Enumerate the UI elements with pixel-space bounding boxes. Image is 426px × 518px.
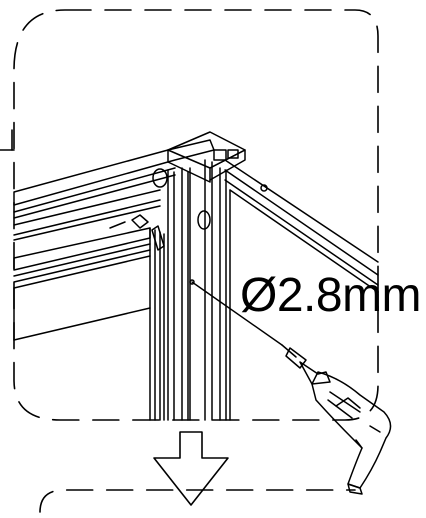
glass-strip bbox=[149, 227, 165, 421]
knob-side bbox=[197, 210, 211, 230]
corner-cap bbox=[167, 131, 246, 183]
down-arrow-icon bbox=[153, 431, 229, 506]
vertical-post-right bbox=[204, 159, 227, 421]
lower-rail bbox=[13, 227, 151, 341]
right-rail bbox=[224, 159, 379, 421]
top-rail bbox=[13, 139, 215, 241]
drill-pointer-line bbox=[191, 281, 283, 346]
knob-top bbox=[152, 168, 168, 188]
drill-diameter-label: Ø2.8mm bbox=[240, 269, 422, 322]
vertical-post-left bbox=[167, 167, 191, 421]
detail-frame bbox=[13, 9, 379, 421]
next-detail-frame bbox=[39, 489, 356, 513]
